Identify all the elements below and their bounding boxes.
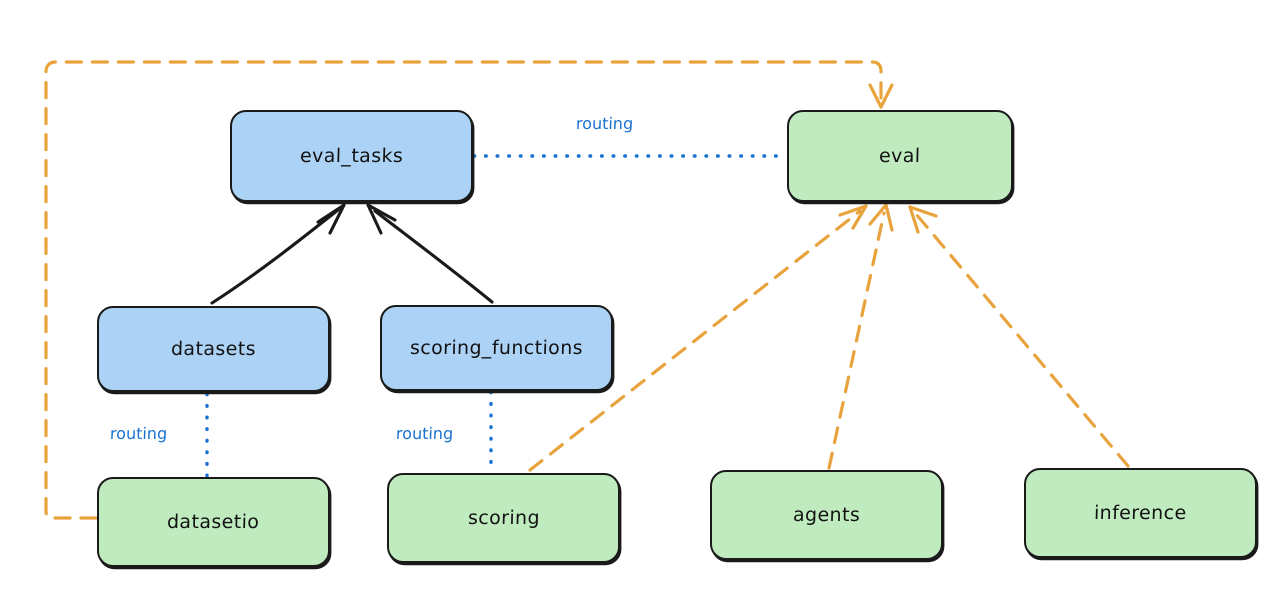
edge-label-routing-scoring: routing [395, 424, 454, 443]
edge-label-routing-datasets: routing [109, 424, 168, 443]
node-eval[interactable]: eval [787, 110, 1013, 202]
edge-label-routing-eval: routing [575, 114, 634, 133]
edge-scoring-functions-to-eval-tasks [366, 203, 494, 304]
node-label: agents [792, 504, 861, 526]
node-scoring[interactable]: scoring [387, 473, 620, 563]
node-label: scoring [467, 507, 540, 529]
edge-agents-to-eval-dependency [827, 203, 894, 470]
node-agents[interactable]: agents [710, 470, 943, 560]
node-label: eval [878, 145, 922, 167]
node-datasets[interactable]: datasets [97, 306, 330, 392]
node-label: datasets [170, 338, 257, 360]
node-scoring-functions[interactable]: scoring_functions [380, 305, 613, 391]
edge-inference-to-eval-dependency [908, 205, 1130, 468]
node-label: datasetio [167, 511, 260, 533]
node-label: inference [1093, 502, 1188, 524]
node-label: eval_tasks [299, 145, 404, 167]
node-label: scoring_functions [409, 337, 584, 359]
node-inference[interactable]: inference [1024, 468, 1257, 558]
node-datasetio[interactable]: datasetio [97, 477, 330, 567]
edge-datasets-to-eval-tasks [210, 203, 346, 305]
node-eval-tasks[interactable]: eval_tasks [230, 110, 473, 202]
